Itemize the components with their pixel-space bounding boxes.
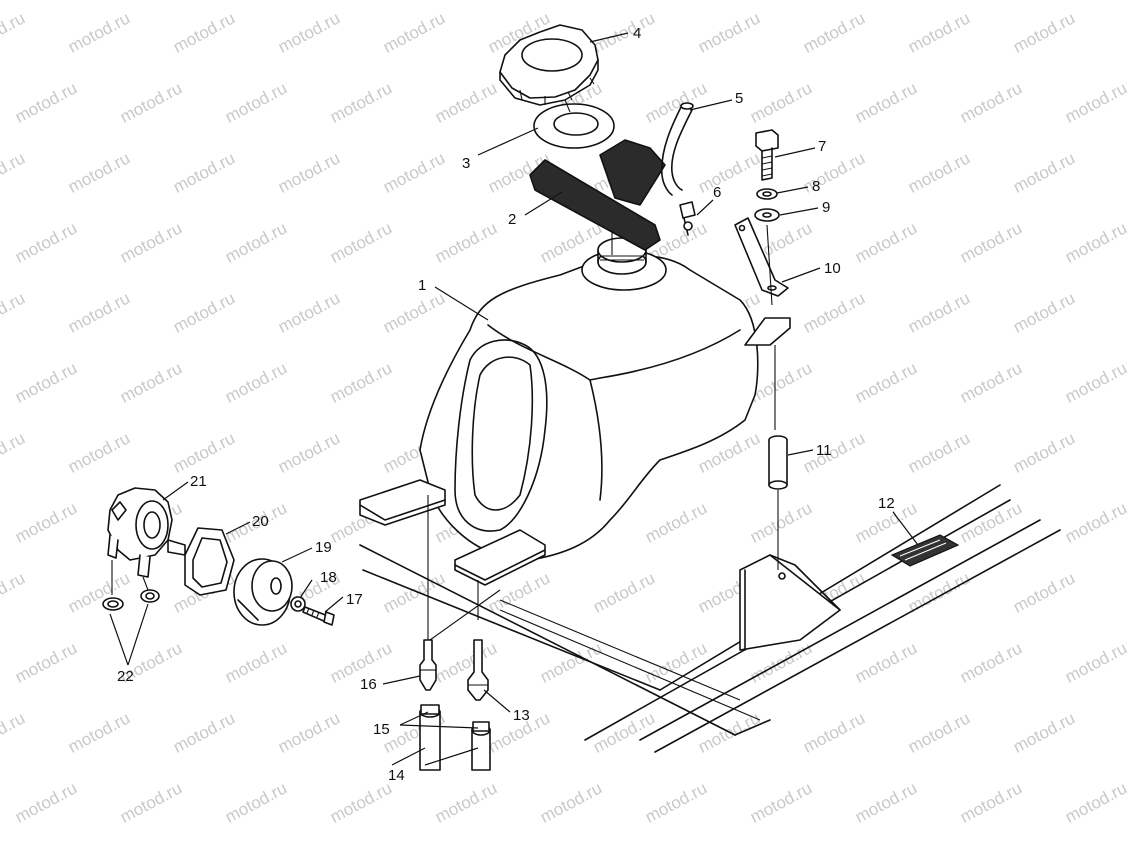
callout-10: 10 bbox=[824, 260, 841, 277]
foam-pads bbox=[529, 139, 666, 255]
fuel-line-seals bbox=[102, 560, 160, 611]
petcock-gasket bbox=[184, 527, 235, 596]
callout-8: 8 bbox=[812, 178, 820, 195]
spacer-sleeve bbox=[768, 435, 788, 490]
vent-hose bbox=[661, 102, 694, 196]
petcock-cover bbox=[233, 558, 293, 626]
callout-7: 7 bbox=[818, 138, 826, 155]
callout-18: 18 bbox=[320, 569, 337, 586]
callout-2: 2 bbox=[508, 211, 516, 228]
grommet-right bbox=[467, 639, 489, 701]
fuel-petcock bbox=[107, 487, 186, 578]
callout-20: 20 bbox=[252, 513, 269, 530]
callout-labels: 1 2 3 4 5 6 7 8 9 10 11 12 13 14 15 16 1… bbox=[117, 25, 895, 784]
callout-22: 22 bbox=[117, 668, 134, 685]
callout-1: 1 bbox=[418, 277, 426, 294]
callout-19: 19 bbox=[315, 539, 332, 556]
callout-13: 13 bbox=[513, 707, 530, 724]
callout-12: 12 bbox=[878, 495, 895, 512]
flat-washer bbox=[754, 208, 780, 222]
decal bbox=[890, 534, 960, 567]
grommet-left bbox=[419, 639, 437, 691]
callout-14: 14 bbox=[388, 767, 405, 784]
petcock-washer bbox=[290, 596, 306, 612]
tank-bracket bbox=[734, 217, 789, 297]
callout-15: 15 bbox=[373, 721, 390, 738]
vent-fitting bbox=[679, 201, 696, 236]
callout-21: 21 bbox=[190, 473, 207, 490]
callout-6: 6 bbox=[713, 184, 721, 201]
gas-cap bbox=[499, 24, 599, 106]
lock-washer bbox=[756, 188, 778, 200]
callout-5: 5 bbox=[735, 90, 743, 107]
callout-4: 4 bbox=[633, 25, 641, 42]
mount-bolt bbox=[755, 129, 779, 181]
callout-11: 11 bbox=[816, 442, 832, 459]
callout-17: 17 bbox=[346, 591, 363, 608]
leader-lines bbox=[109, 32, 919, 766]
callout-16: 16 bbox=[360, 676, 377, 693]
support-tube-right bbox=[471, 721, 491, 771]
callout-9: 9 bbox=[822, 199, 830, 216]
callout-3: 3 bbox=[462, 155, 470, 172]
fuel-tank bbox=[359, 237, 791, 586]
cap-gasket bbox=[533, 99, 615, 149]
petcock-screw bbox=[302, 606, 335, 626]
